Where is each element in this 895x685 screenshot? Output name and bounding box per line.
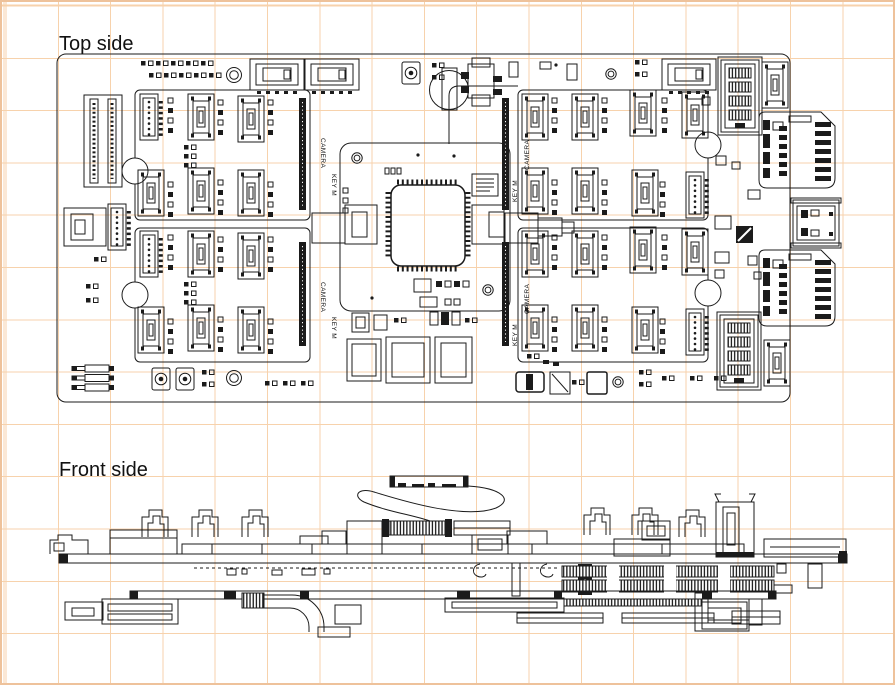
antenna-module — [357, 475, 505, 523]
power-jack — [461, 57, 502, 107]
b2b-strips — [299, 98, 509, 346]
svg-text:KEY M: KEY M — [330, 317, 337, 339]
mount-hole-icon — [482, 284, 494, 296]
svg-text:CAMERA: CAMERA — [524, 284, 531, 314]
top-connector — [304, 58, 360, 95]
svg-text:CAMERA: CAMERA — [319, 282, 326, 312]
top-view-title: Top side — [59, 33, 134, 55]
button-icon — [151, 367, 171, 391]
som-module — [339, 142, 511, 312]
soc-chip — [385, 179, 471, 272]
top-edge-pads — [140, 59, 648, 81]
usb-stack-port — [717, 56, 763, 136]
antenna-cable — [357, 485, 505, 523]
microsd-slot — [758, 249, 836, 327]
board-outline — [56, 53, 791, 403]
bottom-edge-parts — [71, 353, 727, 395]
front-view-drawing — [49, 475, 848, 638]
left-module-bay — [121, 89, 311, 363]
mount-hole-icon — [226, 370, 242, 386]
module-wings — [311, 204, 575, 245]
top-components-profile — [49, 493, 847, 559]
module-label-block — [471, 173, 499, 197]
usb-stack-port — [716, 311, 762, 391]
top-connector — [761, 61, 789, 109]
button-icon — [401, 61, 421, 85]
button-icon — [175, 367, 195, 391]
cable-hook — [539, 563, 554, 578]
mid-deck — [194, 562, 823, 597]
svg-text:CAMERA: CAMERA — [524, 140, 531, 170]
svg-text:KEY M: KEY M — [330, 174, 337, 196]
cable-hook — [472, 563, 487, 578]
svg-text:CAMERA: CAMERA — [319, 138, 326, 168]
front-view-title: Front side — [59, 459, 148, 481]
power-header — [71, 364, 114, 392]
usb-stack-profile — [714, 493, 756, 558]
right-misc-parts — [701, 96, 762, 280]
top-view-drawing: CAMERA KEY M CAMERA KEY M CAMERA KEY M C… — [56, 53, 842, 403]
top-connector — [661, 58, 717, 95]
hdmi-port — [790, 197, 842, 249]
silkscreen-markings: CAMERA KEY M CAMERA KEY M CAMERA KEY M C… — [319, 138, 531, 346]
mount-hole-icon — [226, 67, 242, 83]
mount-hole-icon — [612, 376, 624, 388]
second-pcb-profile — [129, 590, 777, 600]
top-connector — [249, 58, 305, 95]
module-outline — [339, 142, 511, 312]
side-connector — [763, 339, 791, 387]
left-edge-connectors — [63, 94, 132, 303]
power-section — [346, 311, 478, 384]
mount-hole-icon — [351, 152, 363, 164]
right-io — [701, 56, 842, 391]
right-module-bay — [517, 89, 722, 363]
mount-hole-icon — [605, 68, 617, 80]
svg-text:KEY M: KEY M — [512, 324, 519, 346]
inner-outline-step — [448, 85, 518, 144]
microsd-slot — [758, 111, 836, 189]
bottom-components-profile — [64, 592, 781, 638]
svg-text:KEY M: KEY M — [512, 180, 519, 202]
